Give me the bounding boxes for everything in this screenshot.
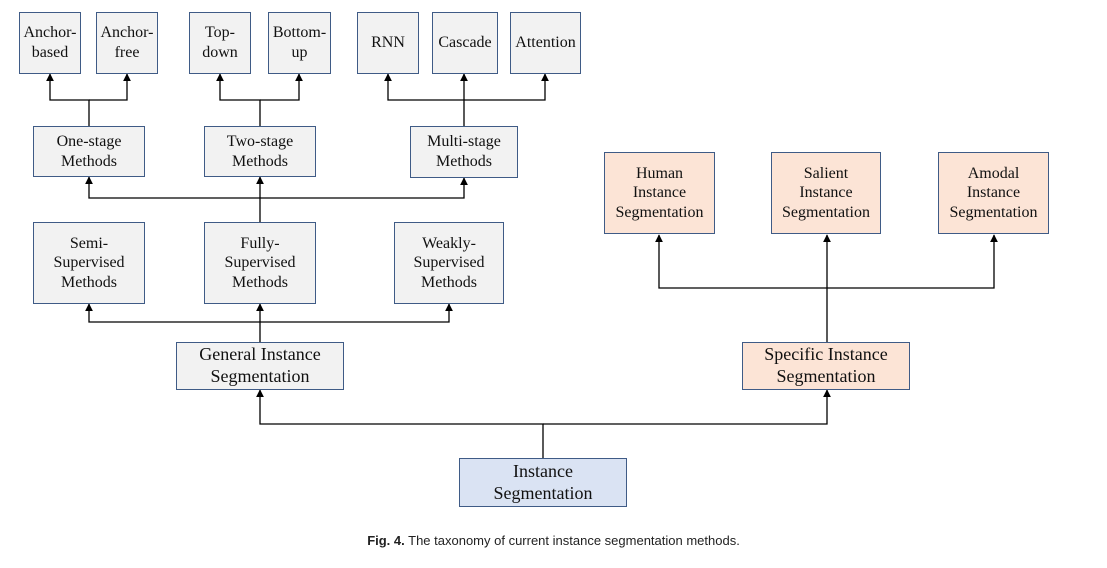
- instance-segmentation-root-box: Instance Segmentation: [459, 458, 627, 507]
- bottom-up-box: Bottom- up: [268, 12, 331, 74]
- salient-instance-segmentation-box: Salient Instance Segmentation: [771, 152, 881, 234]
- amodal-instance-segmentation-box: Amodal Instance Segmentation: [938, 152, 1049, 234]
- top-down-box: Top- down: [189, 12, 251, 74]
- anchor-free-box: Anchor- free: [96, 12, 158, 74]
- semi-supervised-methods-box: Semi- Supervised Methods: [33, 222, 145, 304]
- caption-text: The taxonomy of current instance segment…: [404, 533, 740, 548]
- general-instance-segmentation-box: General Instance Segmentation: [176, 342, 344, 390]
- figure-caption: Fig. 4. The taxonomy of current instance…: [0, 533, 1107, 548]
- multi-stage-methods-box: Multi-stage Methods: [410, 126, 518, 178]
- human-instance-segmentation-box: Human Instance Segmentation: [604, 152, 715, 234]
- attention-box: Attention: [510, 12, 581, 74]
- two-stage-methods-box: Two-stage Methods: [204, 126, 316, 177]
- cascade-box: Cascade: [432, 12, 498, 74]
- rnn-box: RNN: [357, 12, 419, 74]
- fully-supervised-methods-box: Fully- Supervised Methods: [204, 222, 316, 304]
- caption-label: Fig. 4.: [367, 533, 405, 548]
- one-stage-methods-box: One-stage Methods: [33, 126, 145, 177]
- weakly-supervised-methods-box: Weakly- Supervised Methods: [394, 222, 504, 304]
- specific-instance-segmentation-box: Specific Instance Segmentation: [742, 342, 910, 390]
- anchor-based-box: Anchor- based: [19, 12, 81, 74]
